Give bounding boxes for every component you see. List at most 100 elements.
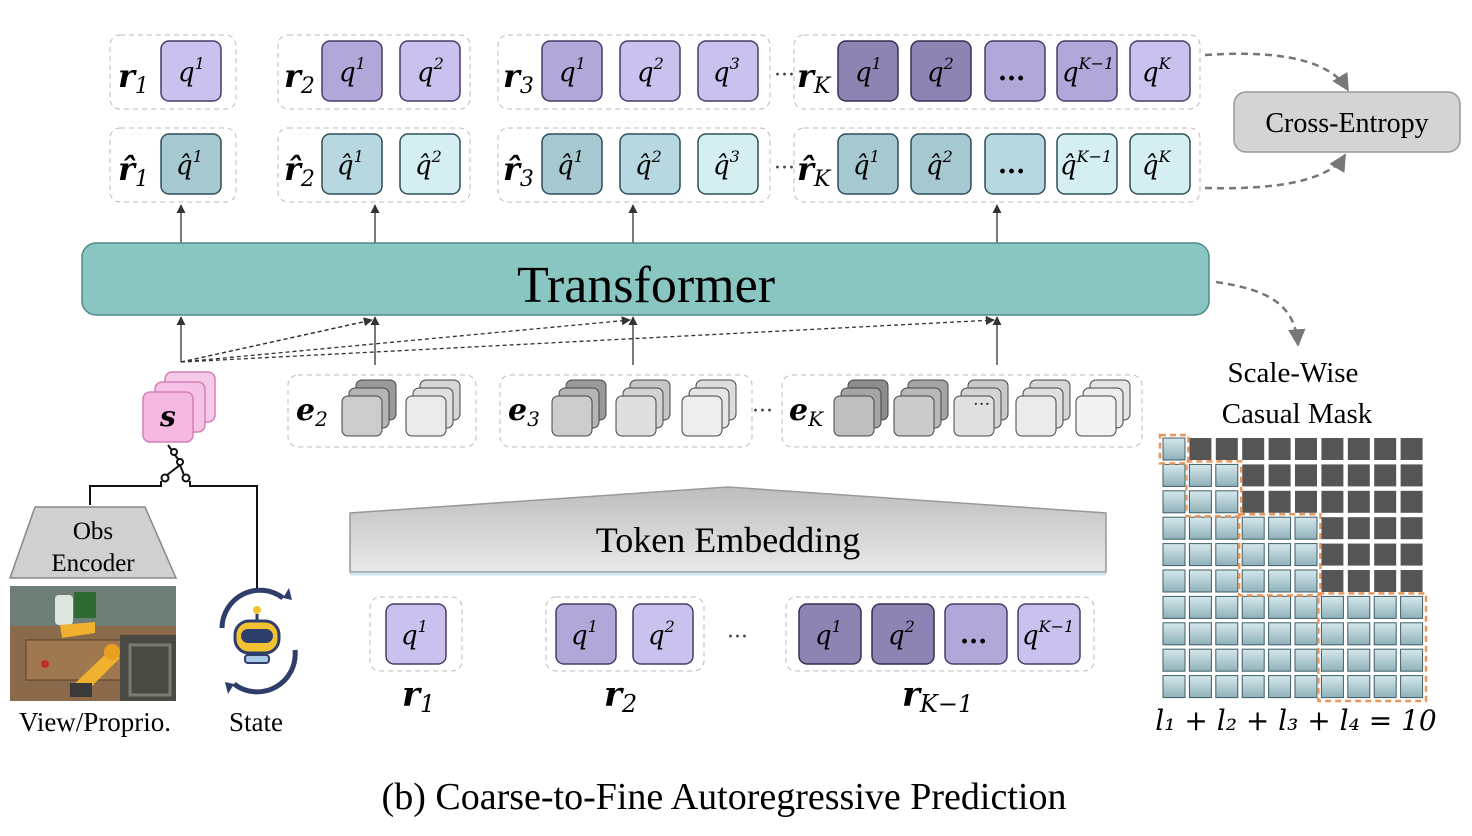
- robot-cycle-icon: [219, 587, 298, 695]
- token-embedding-label: Token Embedding: [596, 520, 860, 560]
- mask-cell-visible: [1188, 516, 1212, 540]
- mask-cell-masked: [1295, 438, 1317, 460]
- target-row-r1: r1 q1: [109, 34, 237, 110]
- svg-text:q2: q2: [417, 54, 444, 88]
- transformer-input-arrows: [176, 315, 1002, 365]
- view-image: [10, 586, 176, 701]
- svg-text:q2: q2: [637, 54, 664, 88]
- mask-block-highlight: [1185, 460, 1243, 518]
- mask-cell-visible: [1320, 622, 1344, 646]
- mask-cell-masked: [1321, 438, 1344, 460]
- token-embedding-block: Token Embedding: [349, 486, 1107, 576]
- mask-cell-visible: [1320, 595, 1344, 619]
- group-box: [793, 127, 1201, 203]
- embedding-e2: e2: [287, 374, 477, 448]
- token-q1: q1: [541, 40, 603, 102]
- mask-cell-visible: [1162, 463, 1186, 487]
- mask-cell-visible: [1241, 543, 1265, 567]
- svg-text:q̂3: q̂3: [713, 147, 740, 181]
- embedding-stack: [833, 379, 889, 437]
- svg-text:qK−1: qK−1: [1022, 617, 1074, 651]
- mask-cell-visible: [1215, 516, 1239, 540]
- svg-text:...: ...: [998, 150, 1025, 180]
- mask-cell-visible: [1215, 490, 1239, 514]
- mask-cell-visible: [1188, 463, 1212, 487]
- embedding-label: e2: [296, 393, 328, 431]
- group-box: [109, 34, 237, 110]
- mask-cell-masked: [1295, 490, 1317, 513]
- token-qhat1: q̂1: [160, 133, 222, 195]
- token-q2: q2: [871, 603, 935, 665]
- embedding-stack: [681, 379, 737, 437]
- token-ellipsis: ...: [984, 133, 1046, 195]
- row-label: rK: [797, 57, 832, 99]
- ellipsis: ···: [774, 156, 795, 181]
- obs-encoder: Obs Encoder: [8, 506, 178, 579]
- row-label: rK−1: [902, 675, 973, 718]
- svg-text:qK−1: qK−1: [1062, 54, 1114, 88]
- svg-text:q̂1: q̂1: [853, 147, 880, 181]
- group-box: [277, 34, 471, 110]
- svg-text:q1: q1: [559, 54, 586, 88]
- view-label: View/Proprio.: [19, 707, 171, 737]
- mask-cell-visible: [1268, 595, 1292, 619]
- token-qK-1: qK−1: [1056, 40, 1118, 102]
- embedding-e3: e3: [499, 374, 753, 448]
- mask-cell-masked: [1374, 517, 1397, 540]
- mask-cell-masked: [1400, 517, 1423, 540]
- token-qK: qK: [1129, 40, 1191, 102]
- svg-text:q̂1: q̂1: [337, 147, 364, 181]
- mask-cell-masked: [1374, 464, 1397, 487]
- mask-cell-visible: [1241, 622, 1265, 646]
- mask-cell-visible: [1188, 569, 1212, 593]
- token-q2: q2: [910, 40, 972, 102]
- svg-text:q1: q1: [855, 54, 882, 88]
- row-label: r1: [402, 675, 435, 718]
- group-box: [109, 127, 237, 203]
- embedding-label: e3: [508, 393, 540, 431]
- mask-cell-masked: [1242, 464, 1265, 487]
- token-qhatK: q̂K: [1129, 133, 1191, 195]
- mask-cell-masked: [1347, 490, 1370, 513]
- svg-text:q̂2: q̂2: [926, 147, 953, 181]
- token-q1: q1: [837, 40, 899, 102]
- mask-cell-visible: [1188, 648, 1212, 672]
- embedding-eK: eK ···: [781, 374, 1143, 448]
- svg-text:...: ...: [998, 57, 1025, 87]
- mask-cell-visible: [1188, 595, 1212, 619]
- pred-row-r3: r̂3 q̂1 q̂2 q̂3: [497, 127, 771, 203]
- mask-cell-visible: [1241, 516, 1265, 540]
- mask-cell-visible: [1373, 675, 1397, 699]
- mask-cell-visible: [1188, 675, 1212, 699]
- token-qK-1: qK−1: [1017, 603, 1081, 665]
- mask-cell-visible: [1294, 675, 1318, 699]
- ellipsis: ···: [752, 399, 773, 424]
- group-box: [497, 127, 771, 203]
- mask-cell-visible: [1188, 490, 1212, 514]
- mask-cell-visible: [1373, 595, 1397, 619]
- token-qhat2: q̂2: [399, 133, 461, 195]
- group-box: [277, 127, 471, 203]
- mask-block-highlight: [1237, 512, 1322, 597]
- mask-cell-visible: [1268, 543, 1292, 567]
- state-token: s: [142, 371, 216, 443]
- mask-cell-visible: [1268, 648, 1292, 672]
- concat-connector: [89, 444, 258, 588]
- mask-cell-masked: [1400, 490, 1423, 513]
- target-row-rK: rK q1 q2 ... qK−1 qK: [793, 34, 1201, 110]
- mask-cell-masked: [1347, 543, 1370, 566]
- group-box: [793, 34, 1201, 110]
- target-row-r2: r2 q1 q2: [277, 34, 471, 110]
- pred-row-rK: r̂K q̂1 q̂2 ... q̂K−1 q̂K: [793, 127, 1201, 203]
- target-row-r3: r3 q1 q2 q3: [497, 34, 771, 110]
- row-label: r̂3: [503, 150, 534, 192]
- token-qhat2: q̂2: [619, 133, 681, 195]
- mask-cell-visible: [1320, 648, 1344, 672]
- mask-block-highlight: [1317, 592, 1428, 703]
- token-ellipsis: ...: [984, 40, 1046, 102]
- mask-cell-visible: [1347, 675, 1371, 699]
- mask-cell-visible: [1241, 648, 1265, 672]
- svg-text:q̂K: q̂K: [1142, 147, 1172, 181]
- mask-cell-masked: [1242, 490, 1265, 513]
- row-label: r2: [284, 57, 315, 99]
